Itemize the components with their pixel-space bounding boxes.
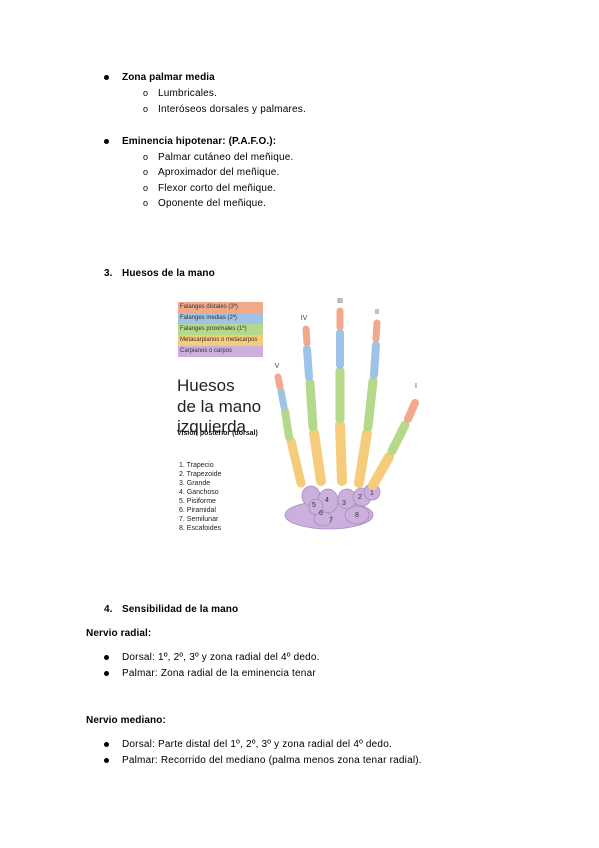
section-number: 3. (104, 268, 113, 279)
sub-bullet: o (143, 152, 149, 162)
heading-eminencia-hipotenar: Eminencia hipotenar: (P.A.F.O.): (122, 136, 277, 147)
carpal-number: 4 (325, 497, 329, 504)
section-heading: Sensibilidad de la mano (122, 604, 239, 615)
finger-label: V (275, 363, 280, 370)
bullet (104, 758, 109, 763)
bone-item: 8. Escafoides (179, 525, 222, 532)
bone-item: 3. Grande (179, 480, 211, 487)
bullet (104, 671, 109, 676)
sub-bullet: o (143, 167, 149, 177)
list-item: Lumbricales. (158, 88, 218, 99)
finger-iii (335, 307, 347, 486)
carpal-bones (284, 483, 381, 530)
finger-label: IV (301, 315, 308, 322)
sub-bullet: o (143, 104, 149, 114)
section-number: 4. (104, 604, 113, 615)
bone-item: 5. Pisiforme (179, 498, 216, 505)
carpal-number: 8 (355, 512, 359, 519)
hand-bones-figure: Falanges distales (3ª) Falanges medias (… (173, 293, 443, 543)
list-item: Palmar: Zona radial de la eminencia tena… (122, 668, 316, 679)
finger-label: II (375, 309, 379, 316)
bullet (104, 139, 109, 144)
sub-bullet: o (143, 88, 149, 98)
finger-ii (354, 319, 381, 488)
list-item: Aproximador del meñique. (158, 167, 280, 178)
legend-medial: Falanges medias (2ª) (178, 313, 263, 324)
finger-iv (302, 325, 326, 486)
section-heading: Huesos de la mano (122, 268, 215, 279)
carpal-number: 1 (370, 490, 374, 497)
figure-title-line2: de la mano (177, 397, 262, 416)
carpal-number: 5 (312, 502, 316, 509)
carpal-number: 6 (319, 510, 323, 517)
hand-skeleton-illustration: 1 2 3 4 5 6 7 8 (274, 298, 419, 530)
sub-bullet: o (143, 198, 149, 208)
bone-item: 4. Ganchoso (179, 489, 219, 496)
list-item: Interóseos dorsales y palmares. (158, 104, 306, 115)
carpal-number: 2 (358, 494, 362, 501)
list-item: Oponente del meñique. (158, 198, 267, 209)
figure-subtitle: Visión posterior (dorsal) (177, 430, 258, 437)
figure-title-line1: Huesos (177, 376, 235, 395)
finger-v (274, 373, 306, 488)
bone-item: 1. Trapecio (179, 462, 214, 469)
finger-label: I (415, 383, 417, 390)
sub-bullet: o (143, 183, 149, 193)
legend-proximal: Falanges proximales (1ª) (178, 324, 263, 335)
bone-item: 6. Piramidal (179, 507, 216, 514)
bullet (104, 742, 109, 747)
heading-zona-palmar-media: Zona palmar media (122, 72, 215, 83)
bone-item: 2. Trapezoide (179, 471, 222, 478)
legend-carpal: Carpianos o carpos (178, 346, 263, 357)
heading-nervio-mediano: Nervio mediano: (86, 715, 166, 726)
figure-title-line3: izquierda (177, 417, 246, 436)
legend-metacarpal: Metacarpianos o metacarpos (178, 335, 263, 346)
list-item: Palmar cutáneo del meñique. (158, 152, 294, 163)
legend-distal: Falanges distales (3ª) (178, 302, 263, 313)
list-item: Palmar: Recorrido del mediano (palma men… (122, 755, 422, 766)
carpal-number: 3 (342, 500, 346, 507)
carpal-number: 7 (329, 517, 333, 524)
bullet (104, 75, 109, 80)
finger-i (368, 399, 419, 490)
list-item: Dorsal: Parte distal del 1º, 2º, 3º y zo… (122, 739, 392, 750)
bullet (104, 655, 109, 660)
list-item: Dorsal: 1º, 2º, 3º y zona radial del 4º … (122, 652, 320, 663)
list-item: Flexor corto del meñique. (158, 183, 276, 194)
finger-label: III (337, 298, 343, 305)
heading-nervio-radial: Nervio radial: (86, 628, 152, 639)
bone-item: 7. Semilunar (179, 516, 219, 523)
